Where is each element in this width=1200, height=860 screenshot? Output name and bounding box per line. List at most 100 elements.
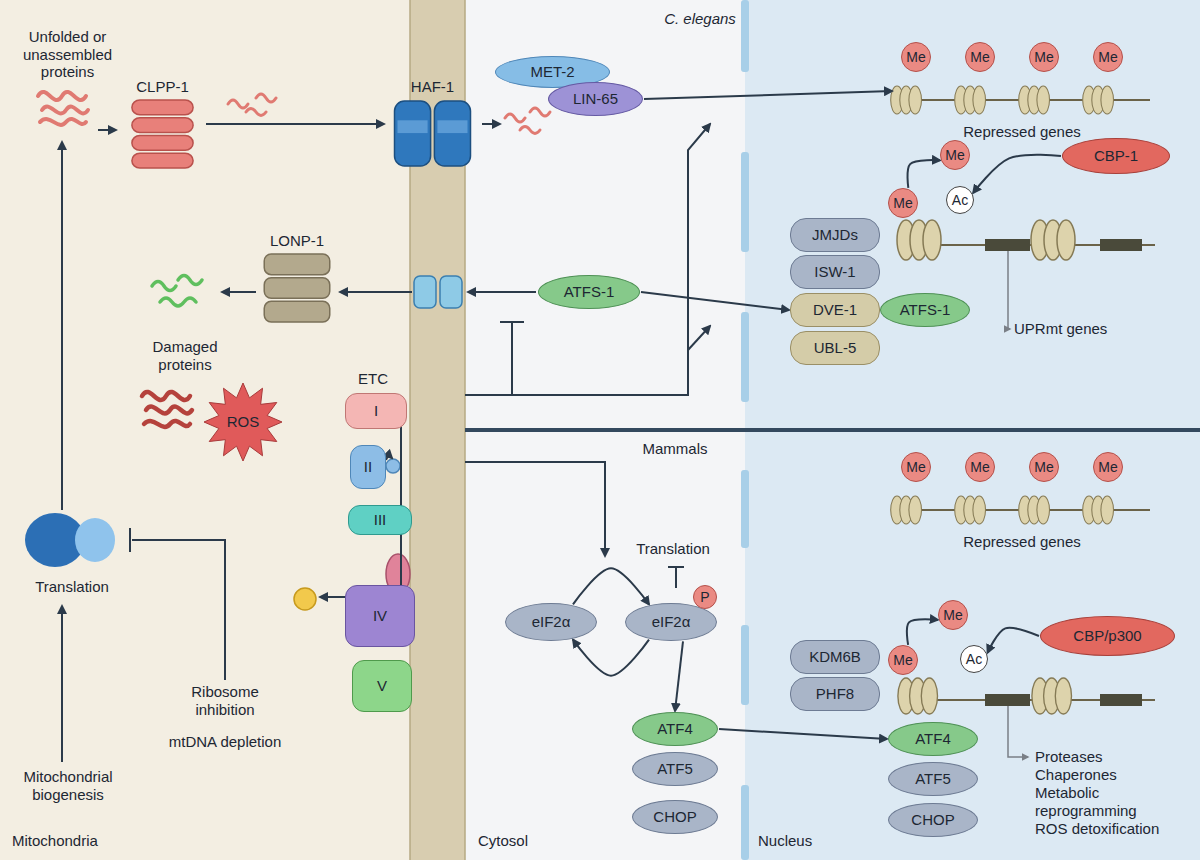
label-holder: Chaperones xyxy=(1035,766,1185,784)
ribosome xyxy=(25,513,115,567)
node-text: LIN-65 xyxy=(573,90,618,107)
damaged-protein xyxy=(142,392,190,400)
protein-oval: ATFS-1 xyxy=(538,275,640,309)
unfolded-protein xyxy=(42,107,88,114)
node-text: Me xyxy=(970,49,989,65)
nuclear-pores xyxy=(741,152,749,252)
green-peptides xyxy=(178,276,202,285)
repressed-chromatin xyxy=(955,86,986,114)
mitochondria-arrows xyxy=(61,606,63,762)
label-holder: Proteases xyxy=(1035,748,1185,766)
label-holder: mtDNA depletion xyxy=(165,733,285,751)
label-holder: ETC xyxy=(358,370,398,388)
stress-signal-lines xyxy=(465,124,710,588)
protein-box: JMJDs xyxy=(790,218,880,252)
peptide-fragments xyxy=(228,100,248,108)
node-text: Ac xyxy=(966,651,982,667)
etc-complex: III xyxy=(348,505,412,535)
node-text: V xyxy=(377,677,387,694)
stress-signal-lines xyxy=(465,124,710,395)
active-chromatin xyxy=(985,239,1030,251)
methyl-mark: Me xyxy=(940,140,970,170)
damaged-protein xyxy=(146,407,192,414)
compartment-label: Cytosol xyxy=(478,832,598,850)
transporter-half xyxy=(395,101,431,166)
node-text: eIF2α xyxy=(532,613,571,630)
protease-clpp: CLPP-1 xyxy=(120,78,205,170)
peptide-fragments xyxy=(246,109,266,116)
peptide-fragments xyxy=(256,94,276,102)
ribosome xyxy=(75,518,115,562)
annotation-label: Metabolic reprogramming xyxy=(1035,784,1150,819)
nuclear-pores xyxy=(741,0,749,72)
repressed-chromatin xyxy=(891,496,922,524)
label-holder: Cytosol xyxy=(478,832,598,850)
node-text: Repressed genes xyxy=(963,533,1081,550)
node-text: ATFS-1 xyxy=(900,301,951,318)
methyl-mark: Me xyxy=(938,600,968,630)
protein-oval: CBP/p300 xyxy=(1040,616,1175,656)
node-text: DVE-1 xyxy=(813,301,857,318)
annotation-label: UPRmt genes xyxy=(1014,320,1134,338)
protease-lonp: LONP-1 xyxy=(258,232,336,324)
compartment-label: Mitochondria xyxy=(12,832,152,850)
transporter-band xyxy=(398,120,428,133)
damaged-protein xyxy=(144,421,190,427)
active-chromatin xyxy=(985,694,1030,706)
mitochondria-arrows xyxy=(129,528,131,552)
protease-ring xyxy=(264,254,330,275)
protein-box: PHF8 xyxy=(790,677,880,711)
stress-signal-lines xyxy=(465,462,605,556)
node-text: ATF4 xyxy=(657,720,693,737)
arrow-connector xyxy=(907,619,938,645)
stress-signal-lines xyxy=(668,566,684,568)
label-holder: Damaged proteins xyxy=(140,338,230,373)
import-channel xyxy=(414,276,462,308)
label-holder: Ribosome inhibition xyxy=(165,683,285,718)
node-text: CLPP-1 xyxy=(136,78,189,95)
methyl-mark: Me xyxy=(965,452,995,482)
mitochondria-arrows xyxy=(482,123,500,125)
node-text: P xyxy=(700,589,709,605)
arrow-connector xyxy=(988,628,1039,653)
damaged-protein xyxy=(142,392,192,427)
node-text: CHOP xyxy=(911,811,954,828)
repressed-chromatin xyxy=(1083,86,1114,114)
node-text: Me xyxy=(970,459,989,475)
protein-oval: ATF5 xyxy=(632,752,718,786)
label-holder: Unfolded or unassembled proteins xyxy=(15,28,120,81)
node-text: ISW-1 xyxy=(814,263,855,280)
protease-ring xyxy=(132,118,193,133)
node-text: II xyxy=(364,458,372,475)
arrow-connector xyxy=(719,729,887,739)
node-text: Me xyxy=(1098,49,1117,65)
arrow-connector xyxy=(675,641,683,711)
protein-oval: LIN-65 xyxy=(548,82,643,116)
protein-oval: CBP-1 xyxy=(1062,138,1170,174)
transporter-band xyxy=(437,120,467,133)
etc-complex: I xyxy=(345,393,407,429)
node-text: ATFS-1 xyxy=(564,283,615,300)
node-text: Me xyxy=(893,652,912,668)
annotation-label: Damaged proteins xyxy=(140,338,230,373)
peptide-fragments xyxy=(530,108,550,116)
mitochondria-arrows xyxy=(98,129,116,131)
protein-oval: ATF5 xyxy=(888,762,978,796)
protein-box: KDM6B xyxy=(790,640,880,674)
protein-box: UBL-5 xyxy=(790,331,880,365)
stress-signal-lines xyxy=(688,326,710,350)
active-chromatin xyxy=(1100,694,1142,706)
node-text: CBP-1 xyxy=(1094,147,1138,164)
nuclear-pores xyxy=(741,470,749,548)
mitochondria-arrows xyxy=(61,142,63,510)
annotation-label: ROS detoxification xyxy=(1035,820,1195,838)
etc-complex: V xyxy=(352,660,412,712)
acetyl-mark: Ac xyxy=(960,645,988,673)
acetyl-mark: Ac xyxy=(946,186,974,214)
compartment-backgrounds xyxy=(465,428,1200,432)
node-shape xyxy=(120,99,205,170)
node-text: III xyxy=(374,511,387,528)
node-text: IV xyxy=(373,607,387,624)
green-peptides xyxy=(160,298,196,306)
